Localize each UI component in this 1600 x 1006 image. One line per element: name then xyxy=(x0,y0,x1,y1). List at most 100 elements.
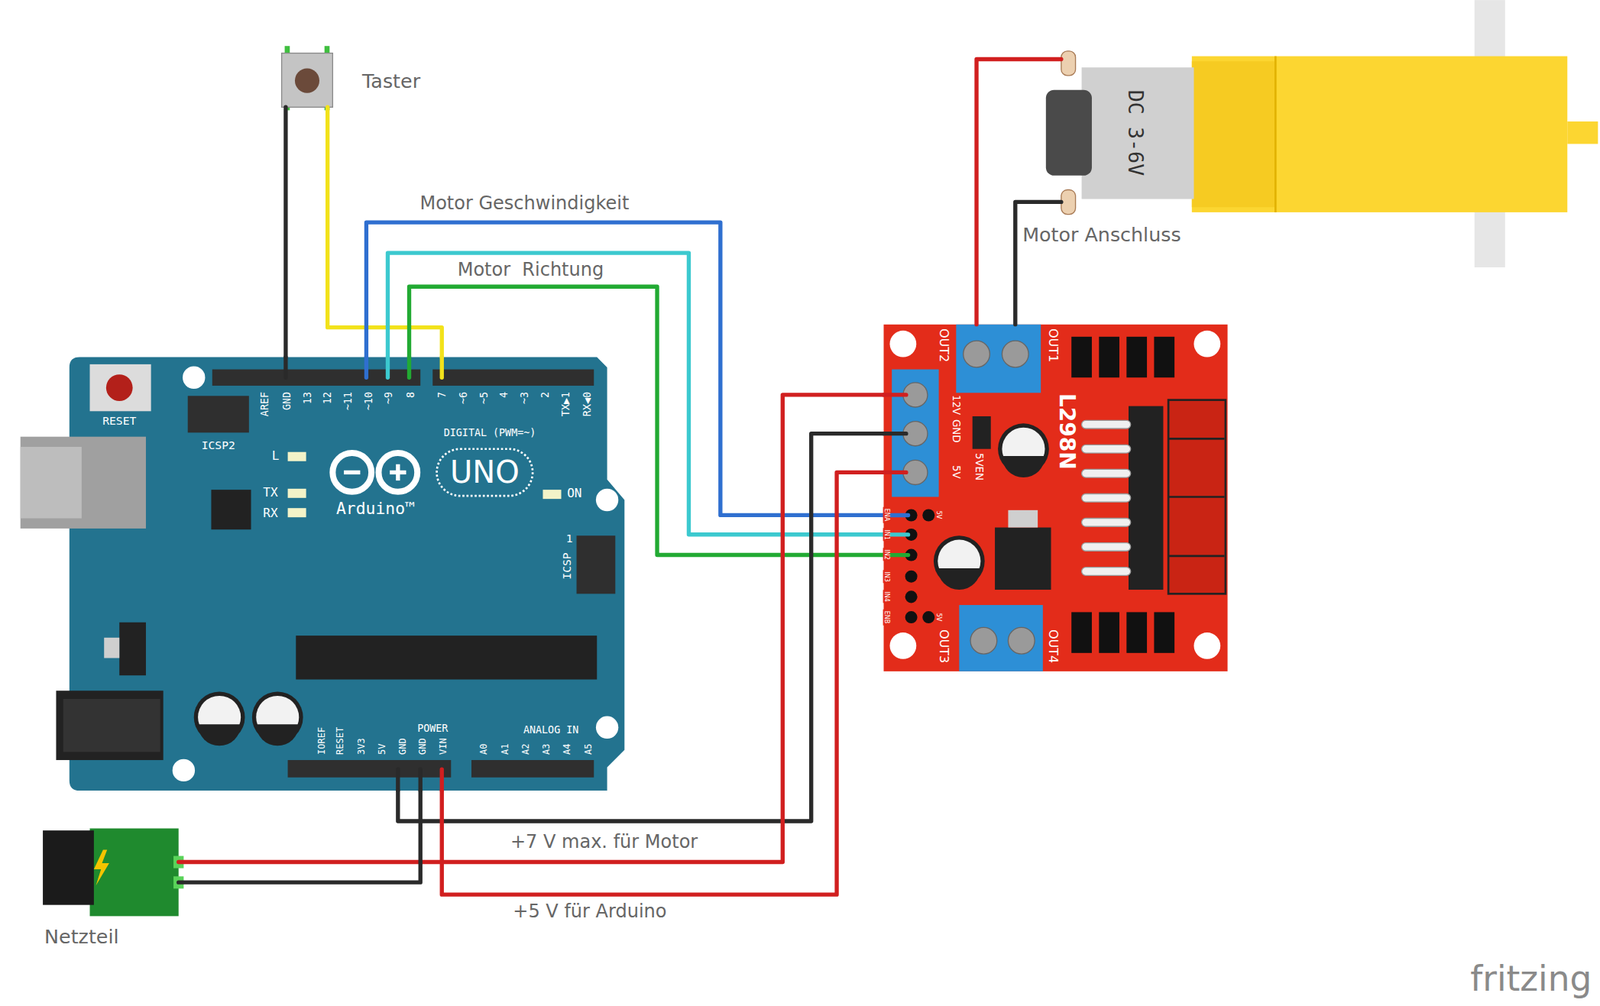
push-button-illustration-part xyxy=(285,45,291,53)
wire xyxy=(178,395,885,863)
wire xyxy=(441,472,884,895)
motor-driver-illustration-part xyxy=(1168,437,1225,441)
node-title: Taster xyxy=(362,70,421,93)
pin-label: IN4 xyxy=(883,590,891,604)
arduino-illustration-part xyxy=(210,489,251,530)
motor-driver-illustration-part xyxy=(905,570,918,583)
pin-label: ~6 xyxy=(457,391,470,405)
arduino-illustration-part xyxy=(106,374,133,402)
pin-label: 5V xyxy=(935,613,943,622)
wire-stub-part xyxy=(884,392,907,397)
arduino-illustration-part xyxy=(576,535,616,594)
motor-driver-illustration-part xyxy=(905,590,918,603)
wire-stub-part xyxy=(884,470,907,475)
motor-driver-illustration-part xyxy=(1153,336,1175,378)
pin-label: OUT1 xyxy=(1046,328,1060,363)
pin-label: POWER xyxy=(417,722,448,735)
arduino-illustration-part xyxy=(197,724,241,746)
pin-label: A3 xyxy=(541,744,553,755)
motor-illustration-part xyxy=(1274,56,1277,213)
pin-label: IN2 xyxy=(883,548,891,562)
pin-label: A5 xyxy=(583,744,595,755)
pin-label: A2 xyxy=(521,744,532,755)
motor-driver-illustration-part xyxy=(1193,330,1221,358)
arduino-illustration-part xyxy=(378,453,418,493)
arduino-illustration-part xyxy=(288,760,452,778)
pin-label: A4 xyxy=(562,744,574,755)
wire-stub-part xyxy=(440,769,444,791)
power-jack-illustration-part xyxy=(93,850,110,887)
motor-driver-illustration xyxy=(884,324,1228,672)
motor-driver-illustration-part xyxy=(1071,612,1092,653)
push-button-illustration-part xyxy=(294,68,320,94)
pin-label: RX◀0 xyxy=(581,391,593,417)
push-button-illustration-part xyxy=(324,45,331,53)
pin-label: 12V xyxy=(949,395,962,415)
motor-driver-illustration-part xyxy=(1168,555,1225,558)
motor-driver-illustration-part xyxy=(1098,612,1120,653)
arduino-illustration-part xyxy=(63,699,161,752)
motor-driver-illustration-part xyxy=(1007,510,1038,528)
motor-driver-illustration-part xyxy=(1153,612,1175,653)
motor-driver-illustration-part xyxy=(922,611,935,624)
pin-label: GND xyxy=(398,738,409,756)
annotation-label: fritzing xyxy=(1470,959,1592,1000)
arduino-illustration-part xyxy=(187,395,250,433)
pin-label: IN3 xyxy=(883,570,891,583)
pin-label: IOREF xyxy=(317,727,328,755)
arduino-illustration-part xyxy=(432,369,594,386)
motor-driver-illustration-part xyxy=(1071,336,1092,378)
motor-driver-illustration-part xyxy=(1126,336,1147,378)
pin-label: TX▶1 xyxy=(560,391,572,417)
motor-driver-illustration-part xyxy=(1081,444,1131,454)
arduino-illustration-part xyxy=(343,470,360,475)
pin-label: 4 xyxy=(498,391,511,399)
motor-driver-illustration-part xyxy=(1128,406,1163,590)
motor-driver-illustration-part xyxy=(1081,420,1131,429)
pin-label: ~9 xyxy=(383,391,396,405)
motor-illustration-part xyxy=(1061,190,1076,215)
wire-stub-part xyxy=(385,357,390,379)
motor-illustration-part xyxy=(1567,121,1598,144)
power-jack-illustration xyxy=(42,829,184,917)
motor-driver-illustration-part xyxy=(1098,336,1120,378)
pin-label: 12 xyxy=(322,391,334,405)
pin-label: ~11 xyxy=(342,391,354,411)
pin-label: RESET xyxy=(335,727,347,755)
wire xyxy=(1015,201,1062,324)
motor-driver-board: L298N xyxy=(884,324,1228,672)
arduino-illustration-part xyxy=(288,452,307,462)
arduino-illustration-part xyxy=(182,366,205,389)
pin-label: OUT3 xyxy=(936,629,951,664)
pin-label: A0 xyxy=(479,744,490,755)
pin-label: RX xyxy=(262,506,278,521)
pin-label: 13 xyxy=(301,391,314,405)
power-jack-illustration-part xyxy=(42,830,94,905)
pin-label: DIGITAL (PWM=~) xyxy=(443,427,537,439)
wire xyxy=(365,222,884,515)
motor-driver-illustration-part xyxy=(1081,493,1131,503)
node-title: L298N xyxy=(1053,393,1079,470)
wire-stub-part xyxy=(440,357,444,379)
pin-label: 1 xyxy=(566,531,574,545)
arduino-illustration-part xyxy=(542,489,561,499)
pin-label: 7 xyxy=(436,391,448,399)
wire-stub-part xyxy=(884,431,907,436)
pin-label: ICSP xyxy=(560,552,574,580)
node-title: UNO xyxy=(450,454,520,490)
pin-label: RESET xyxy=(102,414,137,428)
wire-stub-part xyxy=(418,769,423,791)
push-button: Taster xyxy=(281,48,334,107)
wire xyxy=(327,106,443,357)
wire-label: +5 V für Arduino xyxy=(511,901,668,924)
pin-label: GND xyxy=(281,391,293,411)
power-jack-illustration-part xyxy=(90,829,179,917)
node-subtitle: Arduino™ xyxy=(336,499,415,519)
pin-label: L xyxy=(272,449,280,464)
node-title: DC 3-6V xyxy=(1123,89,1148,175)
pin-label: 8 xyxy=(404,391,417,399)
push-button-illustration xyxy=(281,45,334,111)
motor-driver-illustration-part xyxy=(994,527,1051,590)
